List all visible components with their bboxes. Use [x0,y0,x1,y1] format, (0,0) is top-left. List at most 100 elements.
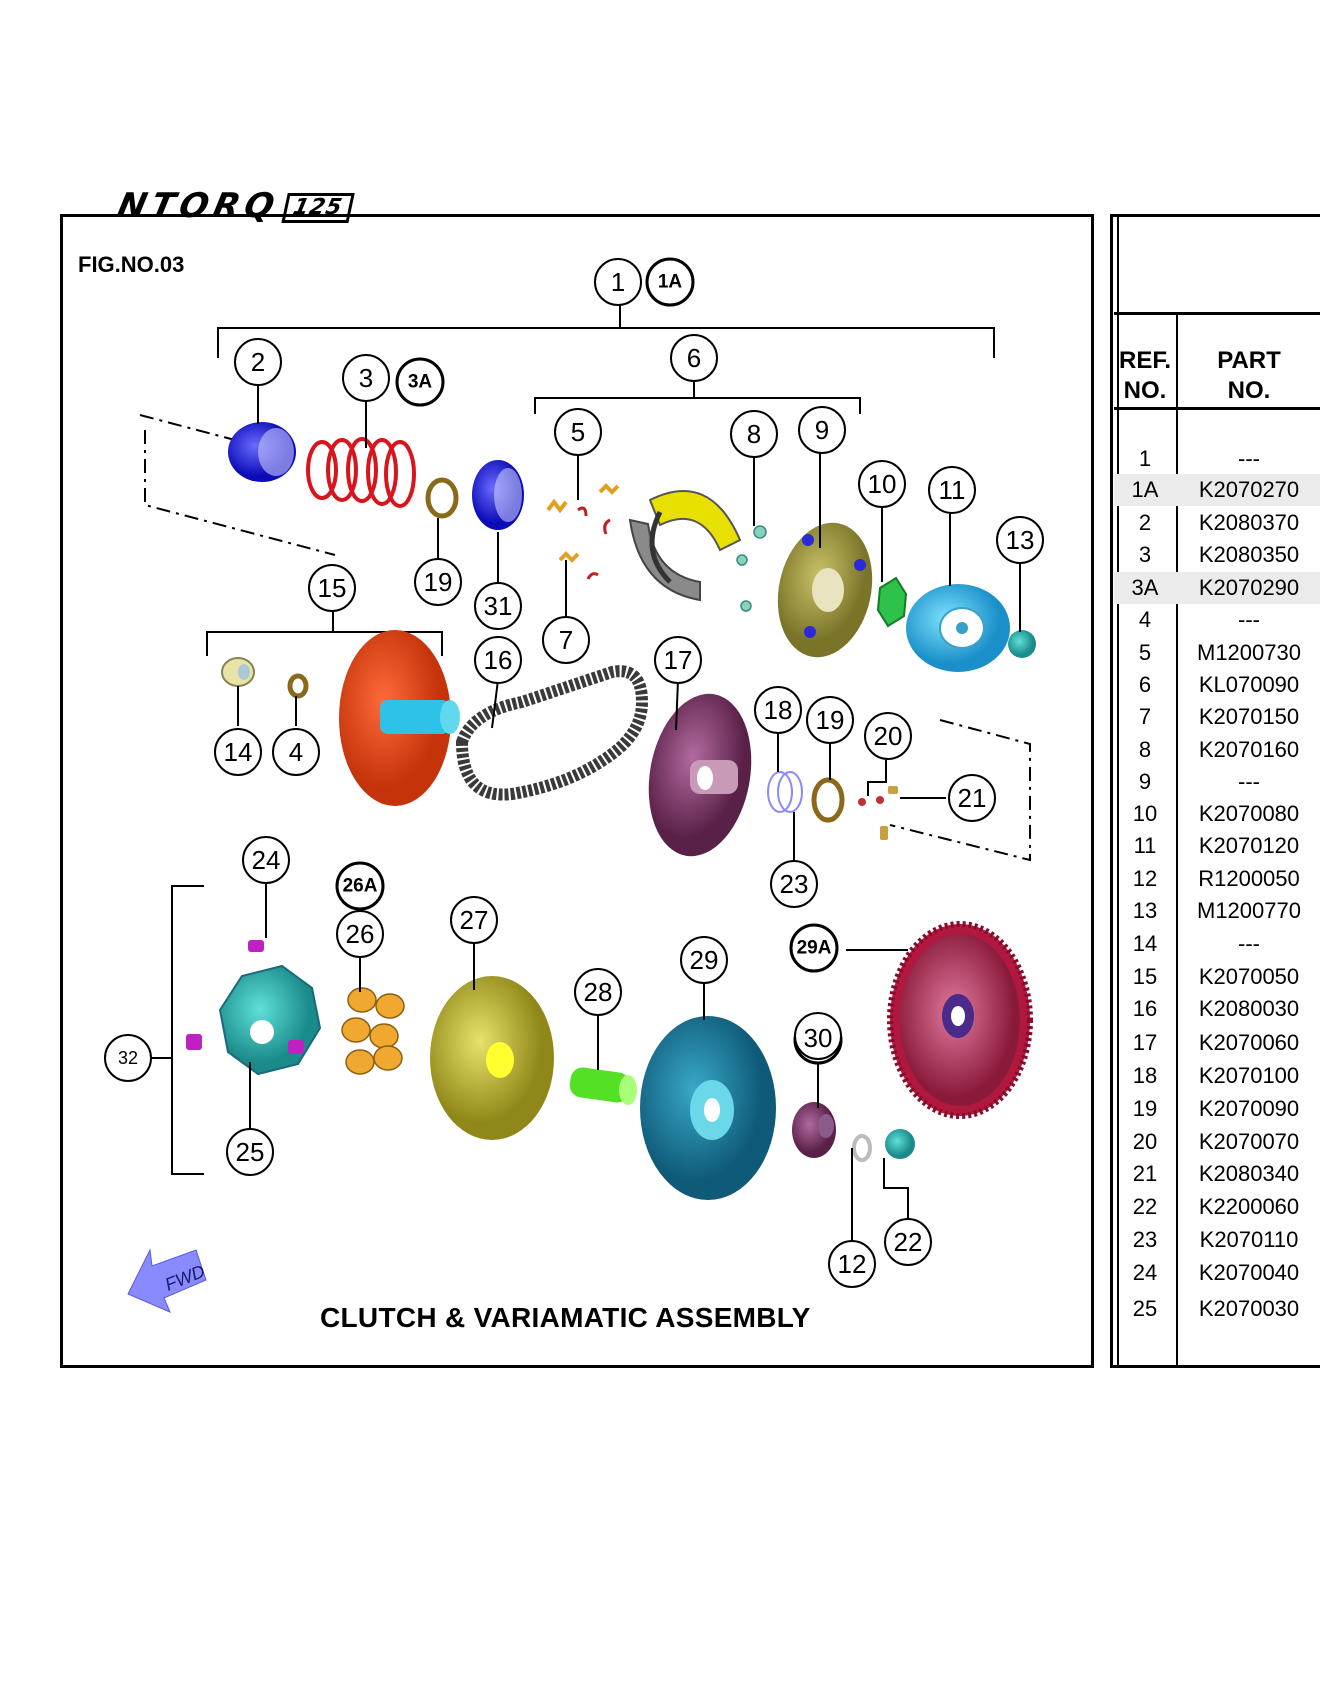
callout-19-lower: 19 [816,705,845,735]
table-row: 5 M1200730 [1114,637,1320,669]
part-no-cell: --- [1238,607,1260,632]
callout-6: 6 [687,343,701,373]
part-19-ring-lower [811,777,845,823]
part-no-cell: M1200730 [1197,640,1301,665]
ref-no-cell: 14 [1132,931,1158,956]
part-no-cell: K2070110 [1199,1227,1299,1252]
part-no-cell: M1200770 [1197,898,1301,923]
table-row: 9--- [1114,766,1320,798]
ref-no-cell: 20 [1132,1129,1158,1154]
part-no-cell: K2070060 [1198,1030,1300,1055]
ref-no-cell: 22 [1132,1194,1158,1219]
part-no-cell: K2200060 [1198,1194,1300,1219]
fwd-arrow-icon: FWD [127,1248,208,1313]
part-32-holder [218,964,322,1076]
ref-no-cell: 13 [1132,898,1158,923]
table-row: 3 K2080350 [1114,539,1320,571]
callout-7: 7 [559,625,573,655]
header-ref-no: REF. NO. [1118,347,1171,404]
ref-no-cell: 24 [1132,1260,1158,1285]
ref-no-cell: 6 [1138,672,1152,697]
table-row: 1 --- [1114,443,1320,475]
part-8-bushes [736,525,767,612]
part-20-pin [858,796,884,806]
part-no-cell: R1200050 [1198,866,1300,891]
ref-no-cell: 21 [1132,1161,1158,1186]
callout-15: 15 [318,573,347,603]
guide-lines [139,414,1031,862]
part-no-cell: KL070090 [1198,672,1300,697]
callout-13: 13 [1006,525,1035,555]
part-28-sleeve [569,1067,637,1105]
part-11-drum [906,584,1010,672]
bracket-15 [206,608,443,656]
part-no-cell: K2070050 [1198,964,1300,989]
table-row: 14--- [1114,928,1320,960]
part-10-nut [876,576,908,628]
ref-no-cell: 15 [1132,964,1158,989]
table-row: 2 K2080370 [1114,507,1320,539]
table-row: 4 --- [1114,604,1320,636]
callout-8: 8 [747,419,761,449]
part-no-cell: K2070080 [1198,801,1300,826]
part-no-cell: K2080350 [1198,542,1300,567]
callout-1a: 1A [658,272,683,293]
callout-25: 25 [236,1137,265,1167]
ref-no-cell: 18 [1132,1063,1158,1088]
part-no-cell: --- [1238,446,1260,471]
callout-2: 2 [251,347,265,377]
ref-no-cell: 2 [1138,510,1152,535]
part-no-cell: K2080370 [1198,510,1300,535]
bracket-1 [217,300,995,358]
part-no-cell: K2070290 [1198,575,1300,600]
figure-number: FIG.NO.03 [78,252,185,277]
callout-3: 3 [359,363,373,393]
part-16-belt [455,665,649,801]
part-no-cell: K2070040 [1198,1260,1300,1285]
ref-no-cell: 3 [1138,542,1152,567]
part-no-cell: K2070160 [1198,737,1300,762]
table-row: 23 K2070110 [1114,1224,1320,1256]
callout-28: 28 [584,977,613,1007]
ref-no-cell: 5 [1138,640,1152,665]
parts-table-divider [1176,312,1178,1368]
parts-table-frame [1110,214,1320,1368]
ref-no-cell: 10 [1132,801,1158,826]
ref-no-cell: 11 [1133,833,1157,858]
part-3-spring [306,437,416,508]
ref-no-cell: 4 [1138,607,1152,632]
parts-table-header [1114,312,1320,410]
callout-3a: 3A [408,372,433,393]
ref-no-cell: 16 [1132,996,1158,1021]
callout-24: 24 [252,845,281,875]
part-13-nut [1008,630,1036,658]
ref-no-cell: 23 [1132,1227,1158,1252]
part-18-spring [767,771,803,813]
part-12-washer [852,1134,872,1162]
callout-20: 20 [874,721,903,751]
diagram-title: CLUTCH & VARIAMATIC ASSEMBLY [320,1302,811,1333]
table-row: 13 M1200770 [1114,895,1320,927]
part-4-washer [287,673,309,699]
part-5-springs [546,483,620,563]
part-29-fan [640,1016,776,1200]
part-5-clips [577,506,611,580]
callout-16: 16 [484,645,513,675]
callout-26a: 26A [343,876,378,897]
table-row: 10 K2070080 [1114,798,1320,830]
part-17-disc [648,693,752,857]
callout-19-upper: 19 [424,567,453,597]
ref-no-cell: 9 [1138,769,1152,794]
part-21-pin [880,786,898,840]
bracket-32 [152,885,204,1175]
part-2-cup [228,422,296,482]
ref-no-cell: 8 [1138,737,1152,762]
ref-no-cell: 1 [1138,446,1152,471]
table-row: 24 K2070040 [1114,1257,1320,1289]
